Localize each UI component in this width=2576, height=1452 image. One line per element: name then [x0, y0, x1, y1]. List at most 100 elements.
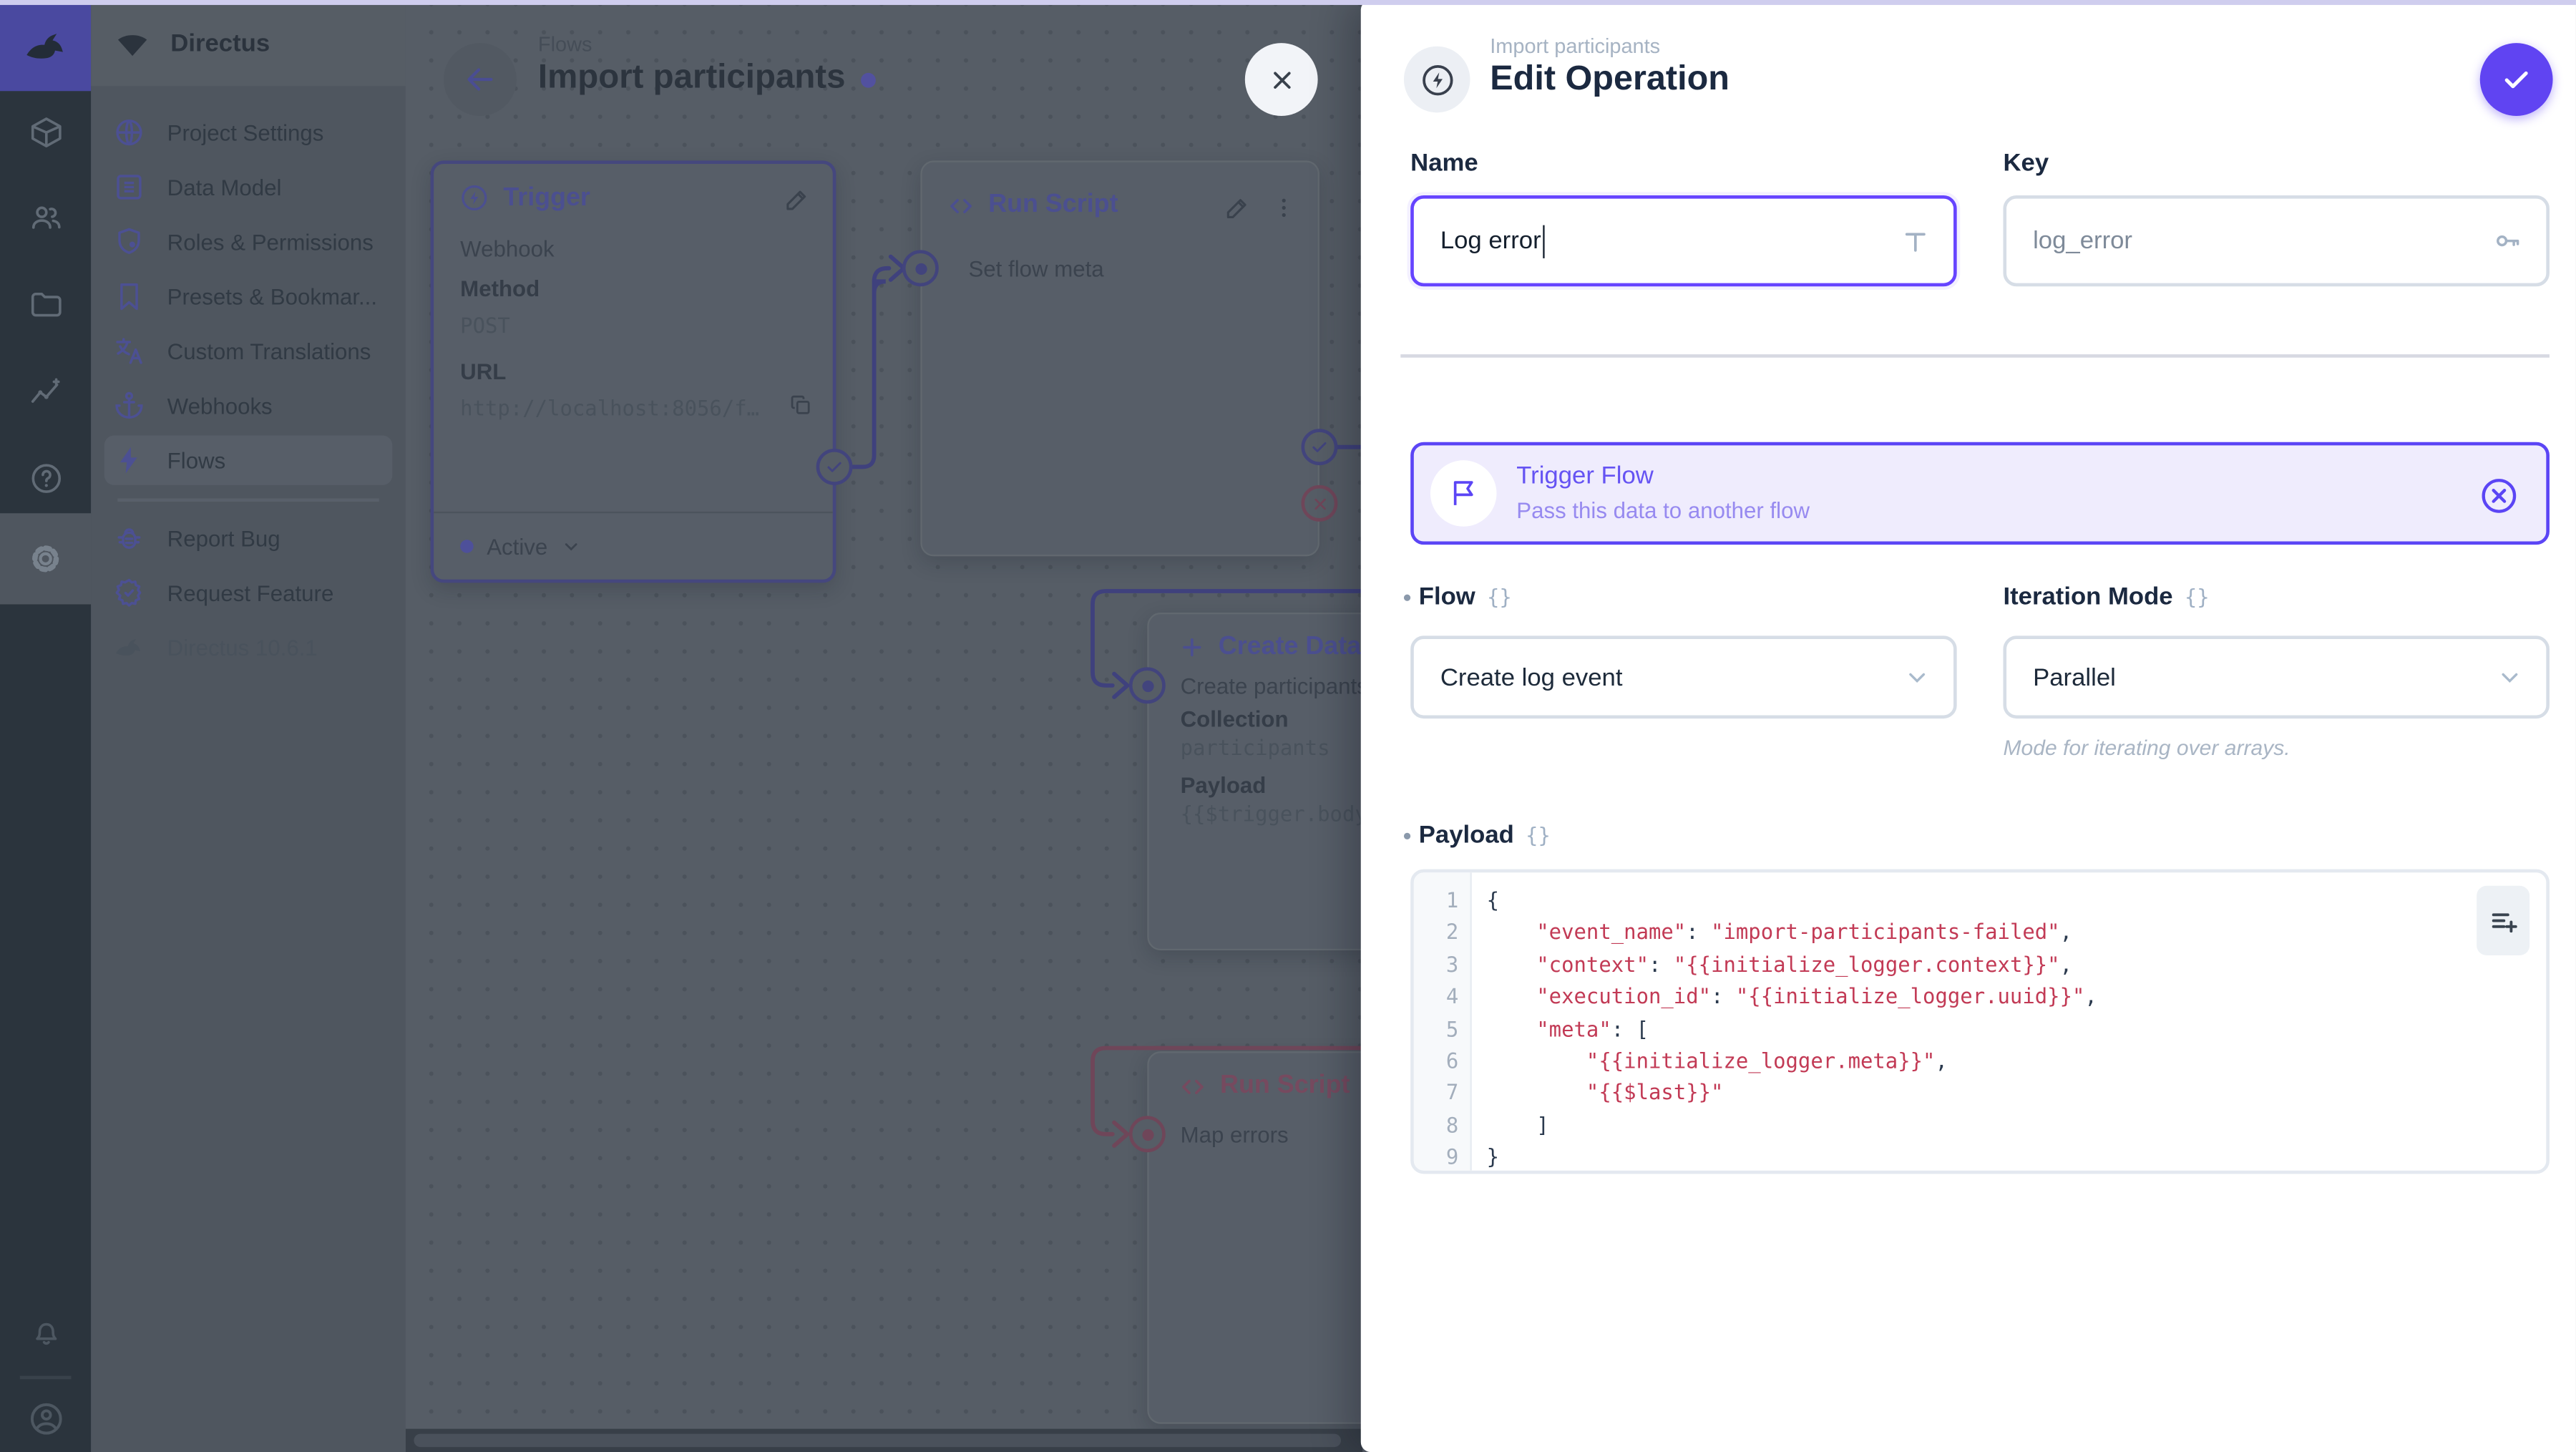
- canvas-hscrollbar-track[interactable]: [405, 1428, 1363, 1452]
- module-bar: [0, 0, 92, 1452]
- shield-icon: [118, 228, 140, 254]
- run-script-resolve-connector[interactable]: [1301, 429, 1338, 466]
- module-active-highlight: [0, 513, 92, 605]
- iteration-mode-select[interactable]: Parallel: [2003, 635, 2550, 719]
- unsaved-dot: [860, 72, 876, 88]
- code-line: 9}: [1445, 1144, 1500, 1169]
- module-insights[interactable]: [0, 356, 91, 429]
- avatar-icon: [29, 1403, 62, 1435]
- chevron-down-icon: [2502, 673, 2518, 683]
- project-switcher[interactable]: Directus: [91, 0, 406, 87]
- method-label: Method: [460, 276, 540, 302]
- breadcrumb[interactable]: Flows: [537, 33, 592, 57]
- version-label: Directus 10.6.1: [167, 635, 318, 660]
- operation-icon: [1403, 46, 1470, 113]
- rail-divider: [19, 1375, 72, 1380]
- gear-icon: [31, 545, 59, 572]
- method-value: POST: [460, 313, 510, 338]
- sidebar-item-flows[interactable]: Flows: [104, 435, 393, 485]
- canvas-hscrollbar-thumb[interactable]: [414, 1433, 1342, 1448]
- operation-name: Map errors: [1180, 1122, 1289, 1148]
- trigger-card[interactable]: Trigger Webhook Method POST URL http://l…: [430, 160, 836, 583]
- module-content[interactable]: [0, 96, 91, 169]
- sidebar-item-data-model[interactable]: Data Model: [91, 162, 406, 212]
- trigger-card-title: Trigger: [459, 182, 590, 213]
- module-docs[interactable]: [0, 442, 91, 515]
- close-button[interactable]: [1244, 43, 1318, 116]
- sidebar-item-request-feature[interactable]: Request Feature: [91, 568, 406, 618]
- payload-label: Payload {}: [1403, 822, 1551, 849]
- user-avatar[interactable]: [0, 1383, 91, 1452]
- arrow-left-icon: [467, 68, 493, 91]
- rabbit-icon: [26, 32, 62, 58]
- flow-label: Flow {}: [1403, 583, 1512, 611]
- bolt-icon: [119, 447, 137, 474]
- module-settings[interactable]: [0, 522, 91, 595]
- module-files[interactable]: [0, 268, 91, 341]
- sidebar-item-project-settings[interactable]: Project Settings: [91, 107, 406, 157]
- url-label: URL: [460, 359, 507, 384]
- trigger-flow-banner[interactable]: Trigger Flow Pass this data to another f…: [1410, 442, 2550, 545]
- deselect-button[interactable]: [2478, 475, 2519, 517]
- bolt-circle-icon: [462, 185, 487, 211]
- notifications-button[interactable]: [0, 1295, 91, 1368]
- create-data-input-connector[interactable]: [1128, 667, 1166, 704]
- editor-gutter: [1413, 872, 1472, 1171]
- check-icon: [827, 462, 841, 472]
- required-dot: [1403, 832, 1411, 839]
- copy-url[interactable]: [788, 392, 813, 417]
- collection-label: Collection: [1180, 706, 1289, 732]
- directus-logo[interactable]: [0, 0, 92, 92]
- trigger-status-dropdown[interactable]: Active: [434, 511, 833, 580]
- name-input[interactable]: Log error: [1410, 195, 1957, 287]
- sidebar-item-webhooks[interactable]: Webhooks: [91, 381, 406, 430]
- raw-value-toggle[interactable]: {}: [1487, 584, 1512, 610]
- kebab-menu-icon[interactable]: [1272, 195, 1297, 220]
- sidebar-item-custom-translations[interactable]: Custom Translations: [91, 326, 406, 376]
- rabbit-icon: [116, 638, 140, 656]
- done-button[interactable]: [2479, 43, 2553, 116]
- status-dot: [460, 540, 474, 553]
- iteration-mode-value: Parallel: [2033, 663, 2116, 691]
- code-icon: [950, 198, 972, 213]
- sidebar-item-roles-permissions[interactable]: Roles & Permissions: [91, 217, 406, 266]
- code-line: 2 "event_name": "import-participants-fai…: [1445, 919, 2073, 945]
- sidebar-item-label: Project Settings: [167, 120, 324, 145]
- cube-icon: [30, 117, 61, 147]
- back-button[interactable]: [444, 43, 517, 116]
- operation-name: Create participants: [1180, 673, 1368, 699]
- collection-value: participants: [1180, 735, 1330, 760]
- sidebar-item-presets-bookmarks[interactable]: Presets & Bookmar...: [91, 271, 406, 321]
- folder-icon: [30, 293, 61, 317]
- raw-value-toggle[interactable]: {}: [2184, 584, 2210, 610]
- format-json-button[interactable]: [2477, 885, 2530, 955]
- required-dot: [1403, 593, 1411, 600]
- edit-pencil-icon[interactable]: [1224, 194, 1252, 222]
- bolt-circle-icon: [1422, 64, 1453, 95]
- payload-label: Payload: [1180, 773, 1267, 799]
- flow-select[interactable]: Create log event: [1410, 635, 1957, 719]
- run-script-input-connector[interactable]: [902, 250, 939, 287]
- trigger-resolve-connector[interactable]: [816, 448, 853, 485]
- payload-code-editor[interactable]: 1{ 2 "event_name": "import-participants-…: [1410, 869, 2550, 1174]
- text-cursor: [1542, 224, 1546, 258]
- run-script-reject-connector[interactable]: [1301, 484, 1338, 522]
- project-logo-icon: [117, 35, 147, 57]
- edit-operation-drawer: Import participants Edit Operation Name …: [1360, 0, 2576, 1452]
- edit-pencil-icon[interactable]: [783, 185, 811, 213]
- module-users[interactable]: [0, 180, 91, 253]
- flag-icon: [1453, 481, 1473, 505]
- chevron-down-icon: [565, 543, 577, 551]
- banner-title: Trigger Flow: [1516, 462, 1654, 490]
- run-script-card[interactable]: Run Script Set flow meta: [920, 160, 1319, 557]
- sidebar-item-report-bug[interactable]: Report Bug: [91, 513, 406, 562]
- key-input[interactable]: log_error: [2003, 195, 2550, 287]
- sidebar: Directus Project Settings Data Model Rol…: [91, 0, 406, 1452]
- map-errors-input-connector[interactable]: [1128, 1116, 1166, 1153]
- sidebar-item-label: Presets & Bookmar...: [167, 283, 378, 309]
- help-icon: [31, 464, 60, 493]
- raw-value-toggle[interactable]: {}: [1526, 822, 1551, 848]
- seal-check-icon: [115, 578, 142, 607]
- list-icon: [117, 175, 142, 200]
- name-value: Log error: [1440, 226, 1541, 255]
